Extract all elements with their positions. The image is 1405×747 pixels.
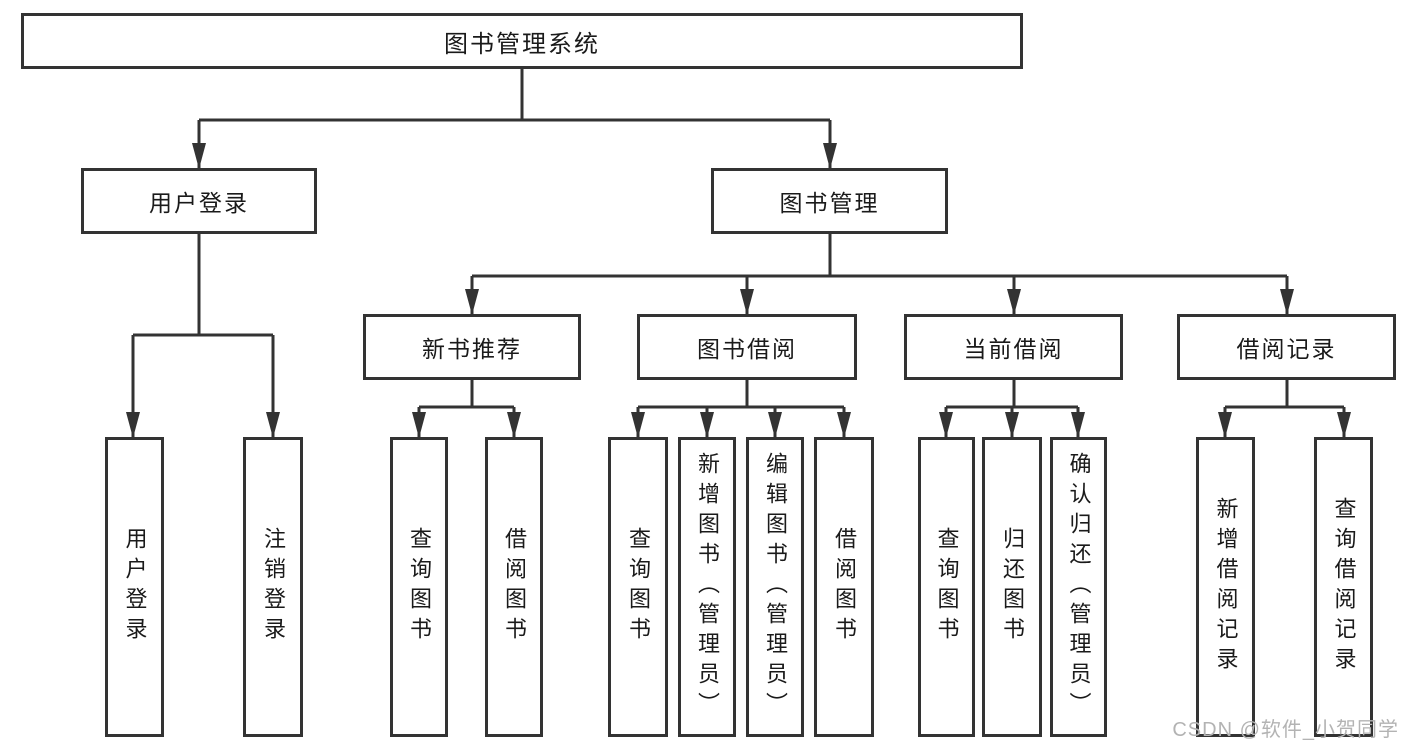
node-label: 注销登录 [261, 527, 286, 647]
leaf-add-borrow-record: 新增借阅记录 [1196, 437, 1255, 737]
node-label: 归还图书 [1000, 527, 1025, 647]
node-label: 查询图书 [407, 527, 432, 647]
node-book-management: 图书管理 [711, 168, 948, 234]
node-label: 用户登录 [149, 190, 249, 216]
node-label: 借阅图书 [502, 527, 527, 647]
node-label: 查询图书 [934, 527, 960, 647]
connector-root-bus [199, 69, 830, 122]
connector-book-management-bus [472, 234, 1287, 278]
leaf-borrow-books-recommend: 借阅图书 [485, 437, 543, 737]
node-user-login: 用户登录 [81, 168, 317, 234]
node-label: 图书管理系统 [444, 30, 600, 58]
connector-new-book-recommend-bus [419, 380, 514, 409]
node-label: 新书推荐 [422, 336, 522, 362]
connector-user-login-bus [133, 234, 273, 337]
node-label: 查询借阅记录 [1331, 497, 1357, 677]
leaf-return-books: 归还图书 [982, 437, 1042, 737]
node-label: 新增借阅记录 [1213, 497, 1239, 677]
node-label: 用户登录 [122, 527, 148, 647]
leaf-edit-books-admin: 编辑图书（管理员） [746, 437, 804, 737]
leaf-user-login: 用户登录 [105, 437, 164, 737]
leaf-confirm-return-admin: 确认归还（管理员） [1050, 437, 1107, 737]
leaf-query-books-current: 查询图书 [918, 437, 975, 737]
node-label: 编辑图书（管理员） [763, 452, 788, 722]
node-current-borrow: 当前借阅 [904, 314, 1123, 380]
node-label: 新增图书（管理员） [695, 452, 720, 722]
connector-borrow-records-bus [1225, 380, 1344, 409]
node-label: 借阅图书 [832, 527, 857, 647]
node-book-borrow: 图书借阅 [637, 314, 857, 380]
node-label: 图书借阅 [697, 336, 797, 362]
csdn-watermark: CSDN @软件_小贺同学 [1172, 719, 1399, 741]
node-library-management-system: 图书管理系统 [21, 13, 1023, 69]
node-label: 确认归还（管理员） [1066, 452, 1092, 722]
connector-current-borrow-bus [946, 380, 1078, 409]
leaf-query-books-recommend: 查询图书 [390, 437, 448, 737]
node-label: 图书管理 [779, 190, 880, 216]
node-borrow-records: 借阅记录 [1177, 314, 1396, 380]
node-label: 当前借阅 [963, 336, 1064, 362]
leaf-borrow-books-borrow: 借阅图书 [814, 437, 874, 737]
leaf-query-borrow-record: 查询借阅记录 [1314, 437, 1373, 737]
node-label: 借阅记录 [1236, 336, 1337, 362]
node-new-book-recommend: 新书推荐 [363, 314, 581, 380]
connector-book-borrow-bus [638, 380, 844, 409]
leaf-query-books-borrow: 查询图书 [608, 437, 668, 737]
leaf-add-books-admin: 新增图书（管理员） [678, 437, 736, 737]
node-label: 查询图书 [626, 527, 651, 647]
leaf-logout-login: 注销登录 [243, 437, 303, 737]
